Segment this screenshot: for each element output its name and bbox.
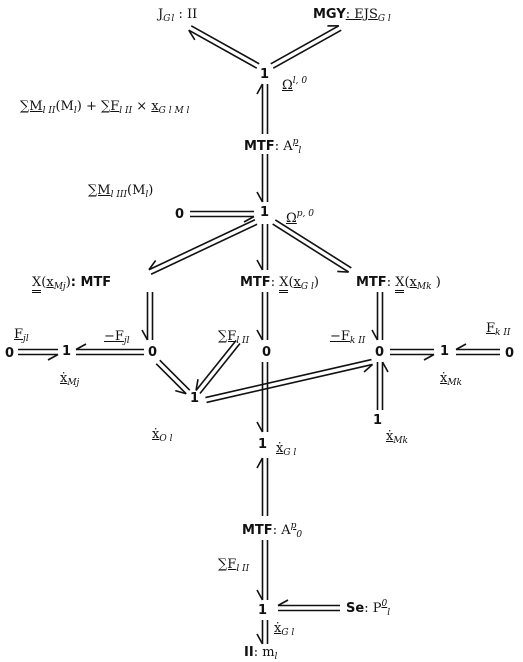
xdot-left: ẋMj [60, 372, 79, 388]
zero-junction-mid: 0 [175, 208, 184, 221]
mtf-bottom: MTF: Ap0 [242, 522, 302, 540]
zero-center: 0 [262, 346, 271, 359]
mtf-top: MTF: Apl [244, 138, 301, 156]
bond-mtf-to-bottom [257, 540, 268, 600]
sum-moments-mid: ∑Ml III(Ml) [88, 184, 153, 200]
xdot-center: ẋG l [276, 442, 296, 458]
bond-right-inner [390, 350, 434, 361]
bond-lower-to-mtf [257, 458, 268, 516]
bond-right-mtf-down [372, 292, 383, 340]
bond-mid-to-right-mtf [273, 220, 352, 272]
mgy-label: MGY: EJSG l [313, 8, 391, 24]
f-right-inner: −Fk II [330, 330, 365, 346]
bond-right-outer [456, 344, 500, 355]
bond-se-to-bottom [278, 600, 340, 611]
one-junction-right: 1 [440, 345, 449, 358]
one-junction-top: 1 [260, 68, 269, 81]
bond-center0-to-lower [257, 362, 268, 432]
mtf-right: MTF: X(xMk ) [356, 276, 441, 292]
xdot-lower-right: ẋMk [386, 430, 408, 446]
bond-mid-to-center-mtf [257, 224, 268, 270]
zero-left-outer: 0 [5, 347, 14, 360]
bond-j-to-top [189, 26, 259, 68]
f-left-outer: Fjl [14, 328, 29, 344]
mtf-center: MTF: X(xG l) [240, 276, 319, 292]
bond-left-outer [18, 350, 58, 361]
bond-zero-to-mid [190, 212, 254, 223]
one-junction-lower-center: 1 [258, 438, 267, 451]
xdot-bottom: ẋG l [274, 622, 294, 638]
bond-top-to-mtf [257, 84, 268, 134]
bond-lines [18, 26, 500, 644]
bond-mgy-to-top [271, 26, 341, 68]
bond-mtf-to-mid [257, 154, 268, 202]
one-junction-left: 1 [62, 345, 71, 358]
zero-right-inner: 0 [375, 346, 384, 359]
j-inertia-label: JGl : II [158, 8, 197, 24]
sum-forces-bottom: ∑Fl II [218, 558, 249, 574]
bond-left-mtf-down [142, 292, 153, 340]
one-junction-center: 1 [190, 392, 199, 405]
sum-moments-top: ∑Ml II(Ml) + ∑Fl II × xG l M l [20, 100, 189, 116]
sum-forces-center: ∑Fl II [218, 330, 249, 346]
xdot-right: ẋMk [440, 372, 462, 388]
omega-top-label: Ωl, 0 [282, 77, 307, 92]
se-source: Se: P0l [346, 600, 390, 618]
f-left-inner: −Fjl [104, 330, 130, 346]
omega-mid-label: Ωp, 0 [286, 210, 314, 225]
bond-sum-to-center [196, 340, 240, 393]
bond-left0-to-center [156, 360, 190, 394]
one-junction-mid: 1 [260, 206, 269, 219]
one-junction-lower-right: 1 [373, 414, 382, 427]
bond-mid-to-left-mtf [149, 220, 257, 275]
x-mtf-left: X(xMj): MTF [32, 276, 111, 292]
zero-left-inner: 0 [148, 346, 157, 359]
zero-right-outer: 0 [505, 347, 514, 360]
bond-center-mtf-down [257, 292, 268, 340]
bond-center-to-right0 [205, 360, 372, 403]
xdot-center-left: ẋO l [152, 428, 172, 444]
bond-bottom-to-ii [257, 620, 268, 644]
f-right-outer: Fk II [486, 322, 510, 338]
one-junction-bottom: 1 [258, 604, 267, 617]
bond-right0-to-lower [378, 362, 389, 410]
